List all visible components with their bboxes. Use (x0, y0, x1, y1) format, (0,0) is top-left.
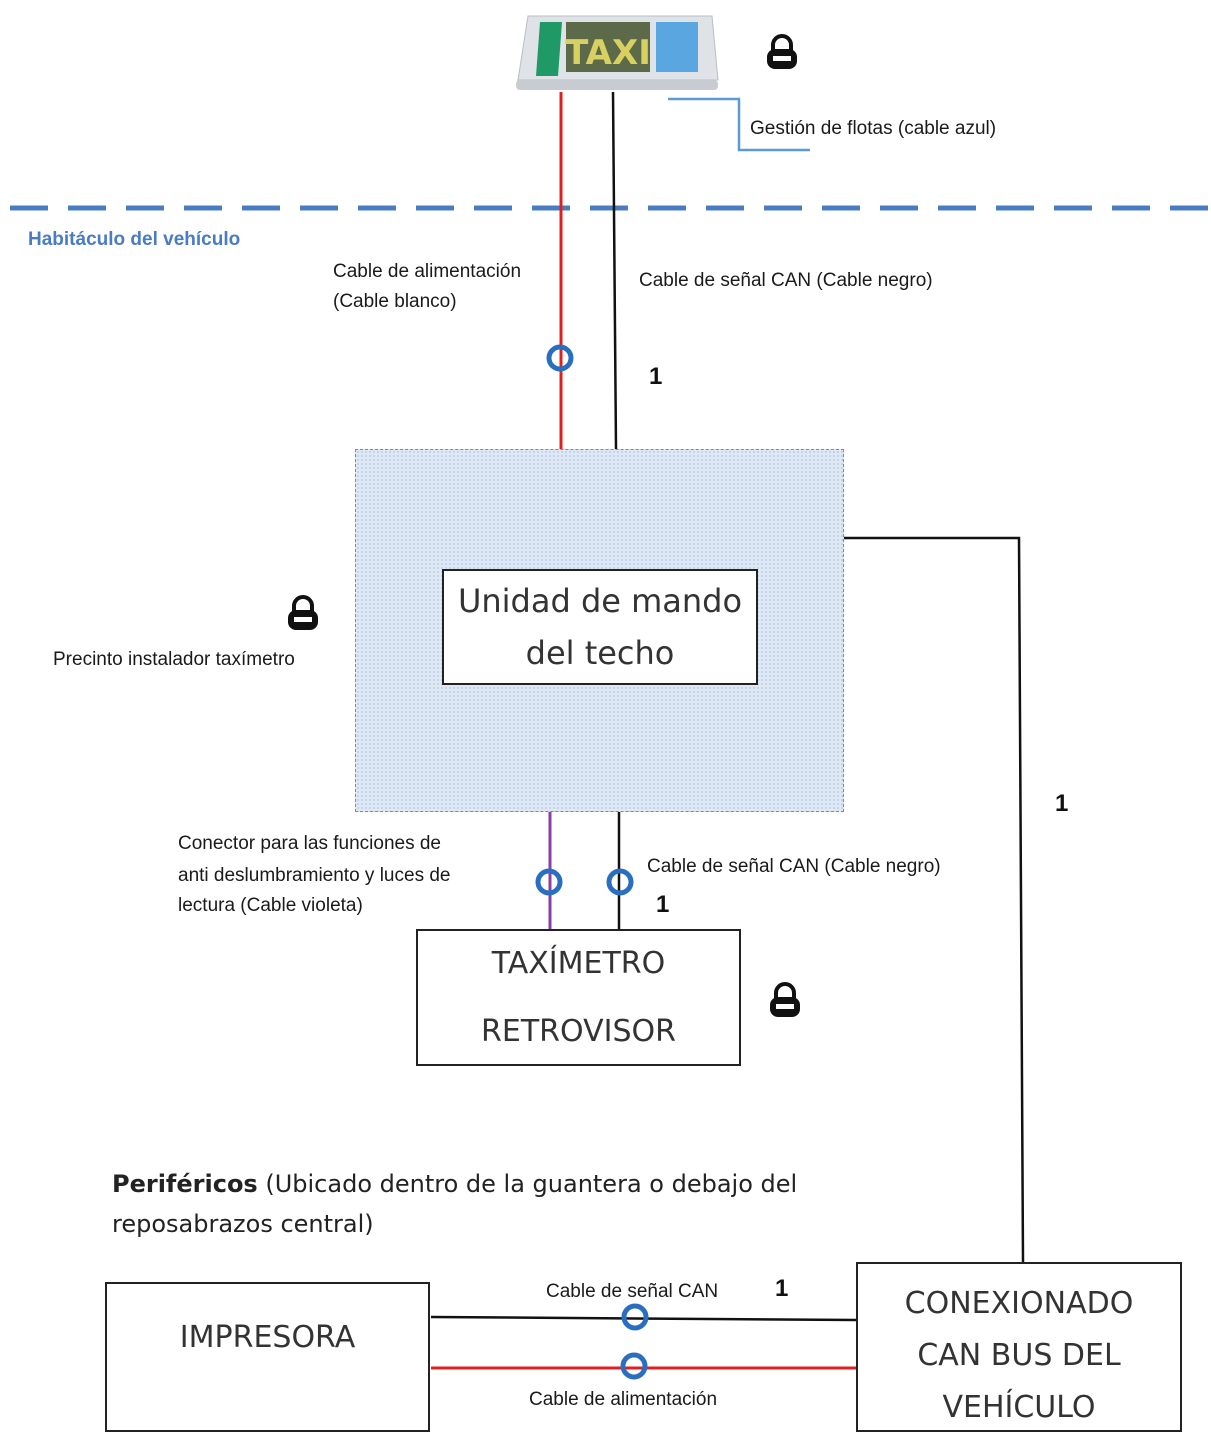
can-cable-bottom-label: Cable de señal CAN (546, 1281, 719, 1302)
power-cable-label-line2: (Cable blanco) (333, 291, 457, 312)
peripherals-title-bold: Periféricos (112, 1170, 258, 1198)
fleet-label: Gestión de flotas (cable azul) (750, 118, 997, 139)
can-cable-bottom-number: 1 (775, 1275, 789, 1302)
can-cable-middle-label: Cable de señal CAN (Cable negro) (647, 856, 941, 877)
installer-seal-label: Precinto instalador taxímetro (53, 649, 295, 670)
vehicle-bus-line2: CAN BUS DEL (917, 1338, 1121, 1373)
can-cable-upper-number: 1 (649, 363, 663, 390)
peripherals-heading: Periféricos (Ubicado dentro de la guante… (112, 1164, 797, 1244)
power-cable-label-line1: Cable de alimentación (333, 261, 522, 282)
side-cable-number: 1 (1055, 790, 1069, 817)
power-cable-bottom-label: Cable de alimentación (529, 1389, 718, 1410)
violet-cable-label-line2: anti deslumbramiento y luces de (178, 865, 451, 886)
taximeter-line1: TAXÍMETRO (491, 945, 666, 981)
cable-seal-icon (621, 1303, 649, 1331)
taxi-sign-icon: TAXI (516, 15, 719, 90)
padlock-seal-icon (767, 34, 797, 69)
roof-control-unit-box: Unidad de mando del techo (442, 569, 758, 685)
taximeter-line2: RETROVISOR (481, 1013, 676, 1049)
printer-box: IMPRESORA (105, 1282, 430, 1432)
cable-seal-icon (620, 1352, 648, 1380)
peripherals-title-rest: (Ubicado dentro de la guantera o debajo … (257, 1170, 798, 1198)
vehicle-bus-line3: VEHÍCULO (942, 1390, 1096, 1425)
cable-seal-icon (546, 344, 574, 372)
padlock-seal-icon (770, 982, 800, 1017)
can-cable-upper (611, 91, 618, 450)
vehicle-can-bus-box: CONEXIONADO CAN BUS DEL VEHÍCULO (856, 1262, 1182, 1432)
cable-seal-icon (606, 868, 634, 896)
fleet-cable (668, 97, 810, 152)
zone-label: Habitáculo del vehículo (28, 229, 241, 250)
cable-seal-icon (535, 868, 563, 896)
taximeter-box: TAXÍMETRO RETROVISOR (416, 929, 741, 1066)
can-cable-upper-label: Cable de señal CAN (Cable negro) (639, 270, 933, 291)
padlock-seal-icon (288, 595, 318, 630)
can-cable-middle-number: 1 (656, 891, 670, 918)
printer-label: IMPRESORA (179, 1320, 356, 1355)
taxi-sign-text: TAXI (565, 33, 651, 73)
peripherals-title-line2: reposabrazos central) (112, 1210, 374, 1238)
can-cable-side (844, 536, 1025, 1263)
vehicle-bus-line1: CONEXIONADO (904, 1286, 1134, 1321)
violet-cable-label-line3: lectura (Cable violeta) (178, 895, 363, 916)
roof-unit-line1: Unidad de mando (457, 582, 743, 620)
roof-unit-line2: del techo (525, 634, 675, 672)
violet-cable-label-line1: Conector para las funciones de (178, 833, 441, 854)
